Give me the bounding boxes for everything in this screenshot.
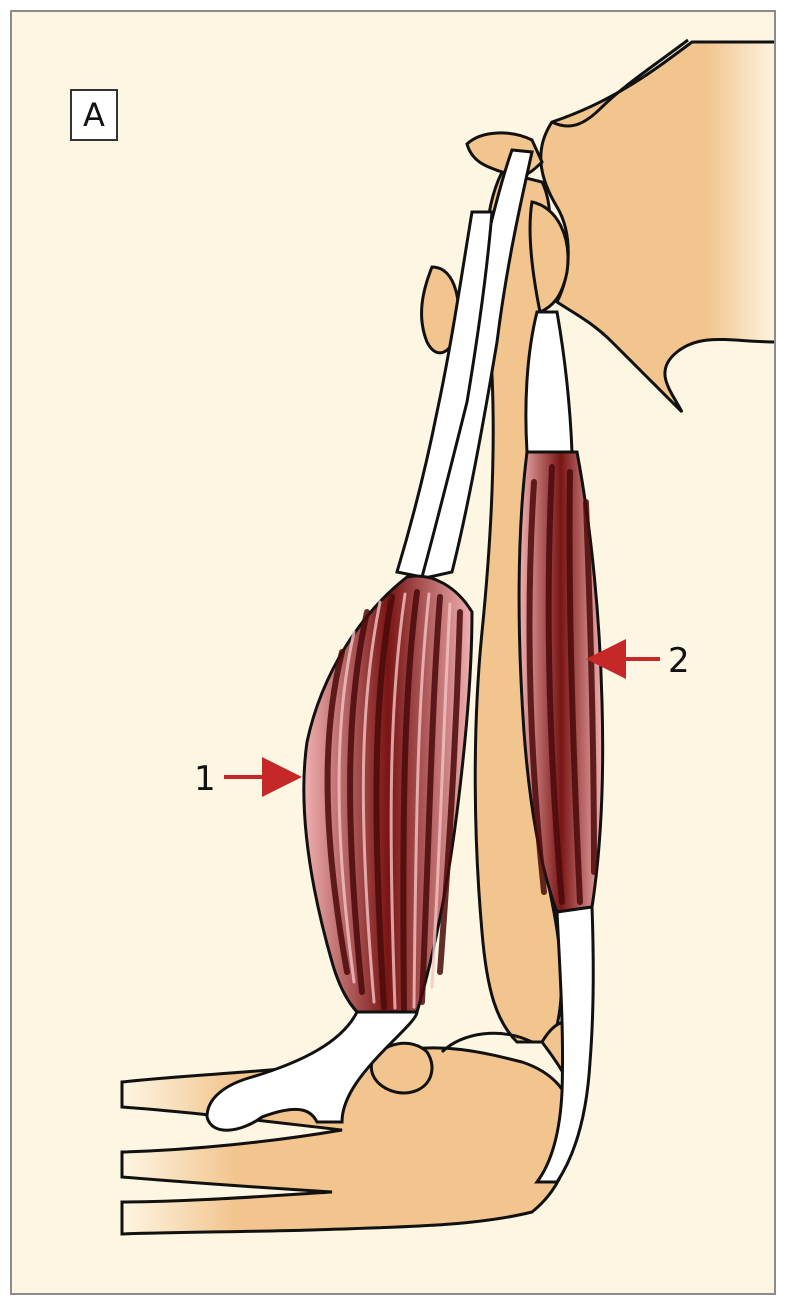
shoulder-region	[541, 42, 776, 412]
arm-anatomy-illustration: 1 2	[12, 12, 776, 1295]
callout-1-label: 1	[194, 759, 216, 799]
callout-2: 2	[594, 641, 690, 681]
callout-2-label: 2	[668, 641, 690, 681]
figure-frame: A	[10, 10, 776, 1295]
triceps-tendon-upper	[526, 312, 572, 452]
callout-1: 1	[194, 759, 294, 799]
